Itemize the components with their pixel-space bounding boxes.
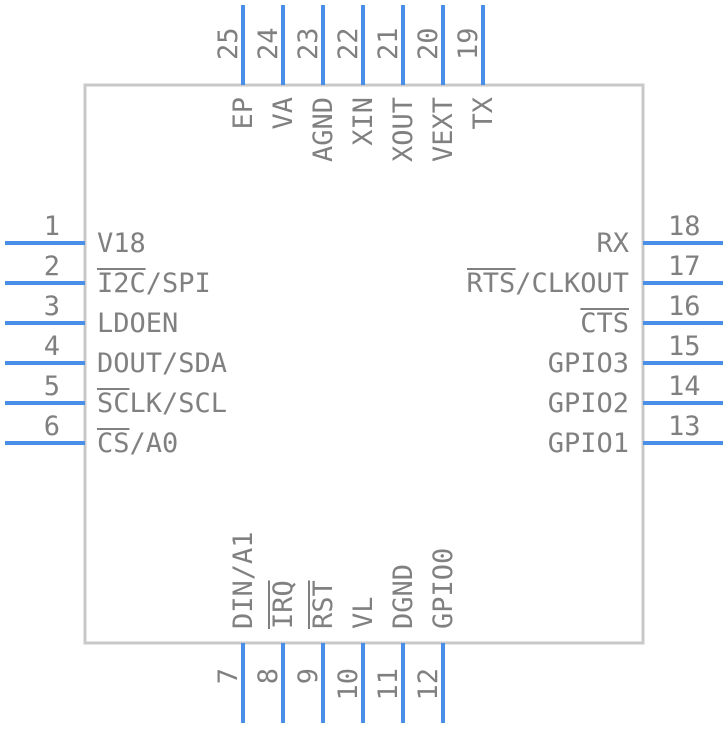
pin-label: GPIO1 [548, 428, 629, 459]
pin-label: CS/A0 [97, 428, 178, 459]
pin-label: SCLK/SCL [97, 388, 227, 419]
pin-number: 19 [453, 27, 484, 60]
pin-label: RST [308, 580, 339, 629]
pin-number: 18 [668, 211, 701, 242]
pin-number: 11 [373, 668, 404, 701]
pin-label: V18 [97, 228, 146, 259]
pin-label: CTS [580, 308, 629, 339]
pin-label: RX [596, 228, 629, 259]
pin-label: VEXT [428, 97, 459, 162]
pin-label: GPIO2 [548, 388, 629, 419]
pin-label: XOUT [388, 97, 419, 162]
pin-number: 1 [44, 211, 60, 242]
pin-number: 7 [213, 668, 244, 684]
pin-number: 14 [668, 371, 701, 402]
pin-number: 21 [373, 27, 404, 60]
pin-label: GPIO0 [428, 548, 459, 629]
pin-label: LDOEN [97, 308, 178, 339]
pin-label: TX [468, 97, 499, 130]
pin-number: 25 [213, 27, 244, 60]
pin-number: 2 [44, 251, 60, 282]
pin-label: DIN/A1 [228, 531, 259, 629]
pin-number: 9 [293, 668, 324, 684]
pin-number: 10 [333, 668, 364, 701]
pin-number: 20 [413, 27, 444, 60]
pin-label: DGND [388, 564, 419, 629]
pin-label: XIN [348, 97, 379, 146]
pin-number: 4 [44, 331, 60, 362]
pin-number: 3 [44, 291, 60, 322]
pin-label: DOUT/SDA [97, 348, 227, 379]
pin-label: VL [348, 596, 379, 629]
pin-number: 23 [293, 27, 324, 60]
pin-label: VA [268, 97, 299, 130]
pin-number: 17 [668, 251, 701, 282]
pin-number: 6 [44, 411, 60, 442]
pin-label: AGND [308, 97, 339, 162]
pin-label: RTS/CLKOUT [466, 268, 629, 299]
pin-label: EP [228, 97, 259, 130]
pin-number: 15 [668, 331, 701, 362]
pin-number: 16 [668, 291, 701, 322]
pin-number: 8 [253, 668, 284, 684]
pin-number: 12 [413, 668, 444, 701]
pin-number: 13 [668, 411, 701, 442]
pin-number: 22 [333, 27, 364, 60]
pin-number: 5 [44, 371, 60, 402]
pin-label: I2C/SPI [97, 268, 211, 299]
pin-number: 24 [253, 27, 284, 60]
pin-label: GPIO3 [548, 348, 629, 379]
pin-label: IRQ [268, 580, 299, 629]
